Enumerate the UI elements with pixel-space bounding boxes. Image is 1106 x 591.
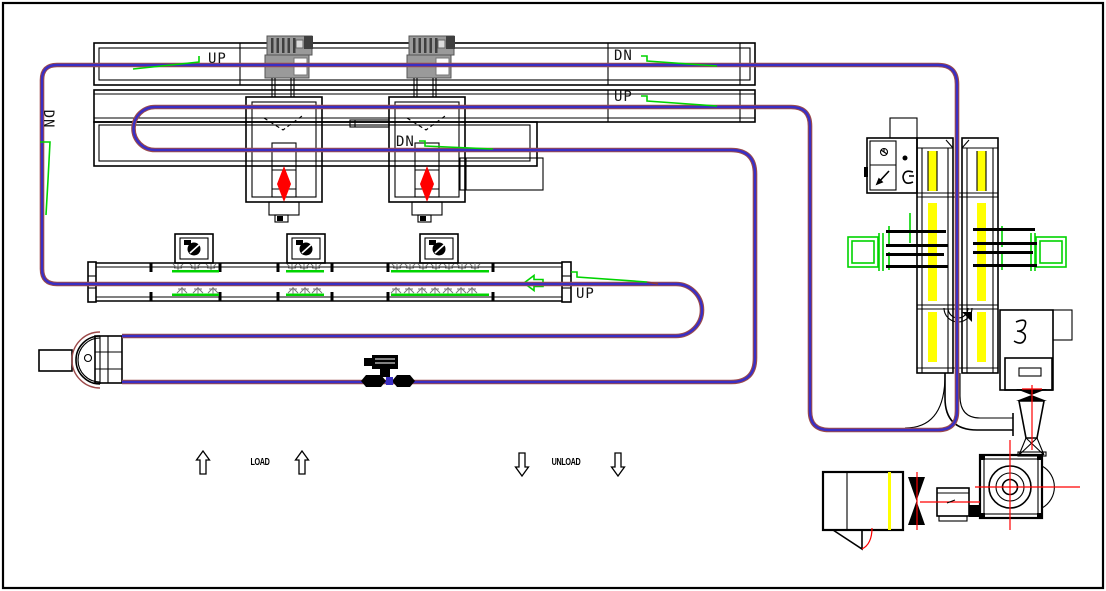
gauge-needle-icon bbox=[880, 148, 888, 155]
pump-box-2 bbox=[286, 233, 326, 264]
load-arrow-icon-1 bbox=[195, 449, 211, 475]
turnaround-station bbox=[38, 331, 123, 389]
transfer-fork-left bbox=[847, 213, 948, 271]
curing-oven bbox=[847, 117, 1073, 457]
slope-markers bbox=[40, 55, 718, 285]
exhaust-fan-set bbox=[821, 385, 1080, 551]
spray-manifolds bbox=[172, 270, 489, 296]
rail-label-dn-right: DN bbox=[614, 48, 633, 64]
burner-unit bbox=[999, 309, 1073, 391]
tank-section-label-dn: DN bbox=[396, 134, 415, 150]
spray-stage-posts bbox=[149, 263, 495, 301]
unload-arrow-icon-1 bbox=[514, 452, 530, 478]
hook-icon bbox=[902, 170, 914, 184]
pump-box-3 bbox=[419, 233, 459, 264]
wheel-center-icon bbox=[83, 353, 93, 363]
flex-coupling bbox=[908, 472, 925, 530]
unload-label: UNLOAD bbox=[551, 457, 581, 468]
fan-motor bbox=[920, 487, 980, 522]
left-descent-label-dn: DN bbox=[40, 109, 56, 129]
centrifugal-fan bbox=[975, 385, 1080, 530]
burner-pen-icon bbox=[875, 170, 890, 186]
takeup-arm bbox=[38, 349, 73, 372]
transfer-fork-right bbox=[973, 226, 1067, 271]
rail-label-up-mid-right: UP bbox=[614, 89, 633, 105]
load-unload-arrows bbox=[195, 449, 626, 478]
conveyor-chain-path bbox=[39, 62, 960, 433]
cyclone-hopper bbox=[821, 470, 905, 551]
chain-drive-unit bbox=[361, 355, 415, 387]
pump-stations bbox=[174, 233, 459, 264]
load-label: LOAD bbox=[250, 457, 270, 468]
burner-symbol-icon bbox=[1013, 319, 1027, 344]
load-arrow-icon-2 bbox=[294, 449, 310, 475]
pump-box-1 bbox=[174, 233, 214, 264]
control-panel bbox=[864, 137, 918, 194]
spray-washer-tunnel bbox=[87, 261, 572, 303]
oven-exhaust-duct bbox=[904, 307, 1014, 436]
flow-direction-arrow-icon bbox=[522, 273, 544, 293]
rail-label-up-left: UP bbox=[208, 51, 227, 67]
dip-tank-1 bbox=[245, 96, 323, 223]
walkway-bar bbox=[349, 119, 390, 128]
unload-arrow-icon-2 bbox=[610, 452, 626, 478]
tunnel-exit-label-up: UP bbox=[576, 286, 595, 302]
oven-vent-box bbox=[889, 117, 918, 139]
dip-tank-2 bbox=[388, 96, 466, 223]
indicator-dot-icon bbox=[902, 155, 908, 161]
